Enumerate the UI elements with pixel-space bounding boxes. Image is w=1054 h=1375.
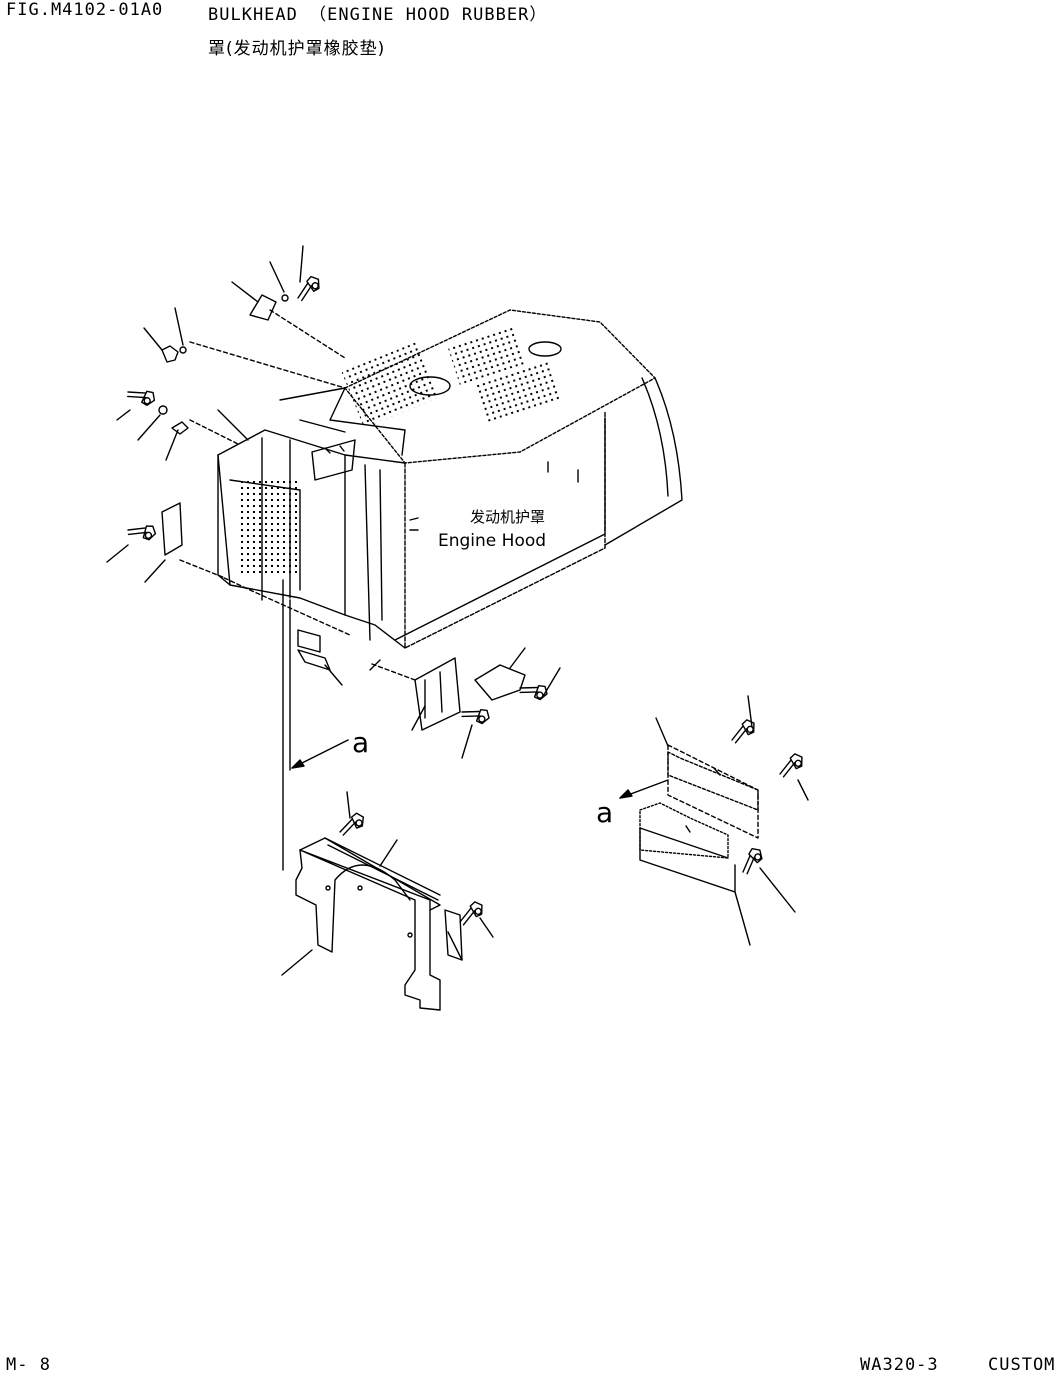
left-bracket	[106, 502, 226, 583]
figure-code: FIG.M4102-01A0	[6, 0, 164, 20]
hood-label-cn: 发动机护罩	[470, 508, 545, 526]
lower-bulkhead	[281, 791, 494, 1011]
detail-view-a	[639, 695, 809, 946]
under-brackets	[297, 629, 561, 759]
view-marker-right: a	[596, 796, 613, 829]
view-arrow-right	[619, 779, 669, 799]
figure-title-chinese: 罩(发动机护罩橡胶垫)	[208, 39, 386, 59]
top-fasteners	[116, 245, 346, 461]
edition-label: CUSTOM	[988, 1355, 1054, 1375]
view-arrow-left	[291, 739, 349, 769]
model-code: WA320-3	[860, 1355, 939, 1375]
hood-label-en: Engine Hood	[438, 531, 546, 551]
figure-title: BULKHEAD （ENGINE HOOD RUBBER）	[208, 5, 548, 25]
page-number: M- 8	[6, 1355, 51, 1375]
engine-hood	[217, 309, 683, 871]
view-marker-left: a	[352, 726, 369, 759]
